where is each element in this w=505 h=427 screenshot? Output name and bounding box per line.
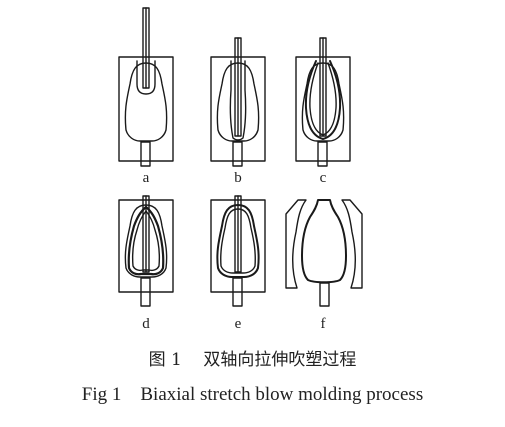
mold-cavity [124, 204, 168, 278]
stretched-preform [229, 60, 247, 141]
blow-pipe [319, 282, 330, 307]
blow-pipe [140, 141, 151, 167]
expanding-parison [304, 60, 342, 140]
panel-label-c: c [320, 170, 327, 186]
panel-a-diagram [118, 7, 174, 167]
panel-label-a: a [143, 170, 150, 186]
panel-b-diagram [210, 37, 266, 167]
panel-c-diagram [295, 37, 351, 167]
ejected-bottle [301, 199, 347, 284]
caption-english-title: Biaxial stretch blow molding process [140, 384, 424, 405]
caption-english: Fig 1 Biaxial stretch blow molding proce… [0, 384, 505, 406]
mold-cavity [301, 62, 345, 142]
bottle-wall [127, 205, 165, 276]
panel-label-d: d [142, 316, 150, 332]
mold-cavity [216, 62, 260, 142]
blow-pipe [232, 277, 243, 307]
blow-pipe [317, 141, 328, 167]
caption-english-number: Fig 1 [81, 384, 122, 405]
panel-label-f: f [321, 316, 326, 332]
panel-label-b: b [234, 170, 242, 186]
formed-bottle-inner [220, 208, 256, 274]
blow-pipe [232, 141, 243, 167]
caption-chinese-title: 双轴向拉伸吹塑过程 [203, 350, 357, 370]
left-mold-half [285, 199, 307, 289]
formed-bottle [216, 204, 260, 278]
panel-d-diagram [118, 195, 174, 307]
right-mold-half [341, 199, 363, 289]
caption-chinese: 图 1 双轴向拉伸吹塑过程 [0, 345, 505, 370]
blow-pipe [140, 277, 151, 307]
panel-e-diagram [210, 195, 266, 307]
mold-cavity [124, 62, 168, 142]
caption-chinese-number: 图 1 [148, 350, 182, 370]
preform [136, 60, 156, 95]
panel-f-diagram [285, 199, 363, 307]
panel-label-e: e [235, 316, 242, 332]
